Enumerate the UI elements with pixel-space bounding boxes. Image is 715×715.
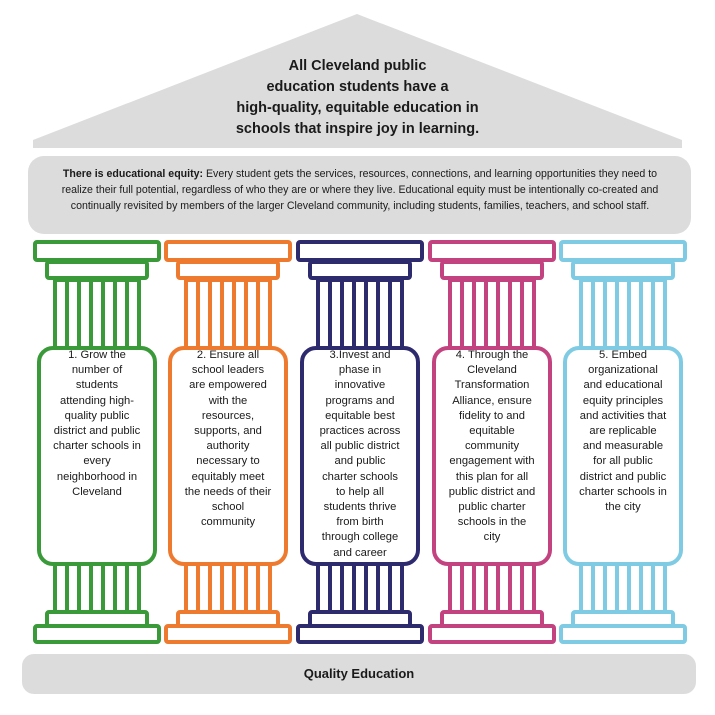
equity-statement: There is educational equity: Every stude… bbox=[60, 166, 660, 214]
foundation bbox=[22, 654, 696, 694]
pillar-5-text: 5. Embed organizational and educational … bbox=[579, 349, 667, 514]
pillar-1-text: 1. Grow the number of students attending… bbox=[53, 349, 141, 498]
equity-body: Every student gets the services, resourc… bbox=[61, 168, 659, 212]
pillar-2: 2. Ensure all school leaders are empower… bbox=[164, 240, 292, 644]
roof bbox=[33, 14, 682, 148]
equity-beam bbox=[28, 156, 691, 234]
pillar-4-text: 4. Through the Cleveland Transformation … bbox=[448, 349, 536, 544]
pillar-5: 5. Embed organizational and educational … bbox=[559, 240, 687, 644]
equity-lead: There is educational equity: bbox=[62, 168, 204, 180]
pillar-3-text: 3.Invest and phase in innovative program… bbox=[319, 349, 401, 559]
pillar-2-text: 2. Ensure all school leaders are empower… bbox=[184, 349, 272, 529]
roof-line-3: high-quality, equitable education in bbox=[236, 100, 479, 116]
roof-statement: All Cleveland public education students … bbox=[150, 56, 565, 140]
roof-line-2: education students have a bbox=[266, 79, 449, 95]
pillar-3: 3.Invest and phase in innovative program… bbox=[296, 240, 424, 644]
pillar-1: 1. Grow the number of students attending… bbox=[33, 240, 161, 644]
foundation-label: Quality Education bbox=[303, 666, 415, 681]
pillar-4: 4. Through the Cleveland Transformation … bbox=[428, 240, 556, 644]
roof-line-1: All Cleveland public bbox=[288, 58, 427, 74]
roof-line-4: schools that inspire joy in learning. bbox=[235, 121, 480, 137]
